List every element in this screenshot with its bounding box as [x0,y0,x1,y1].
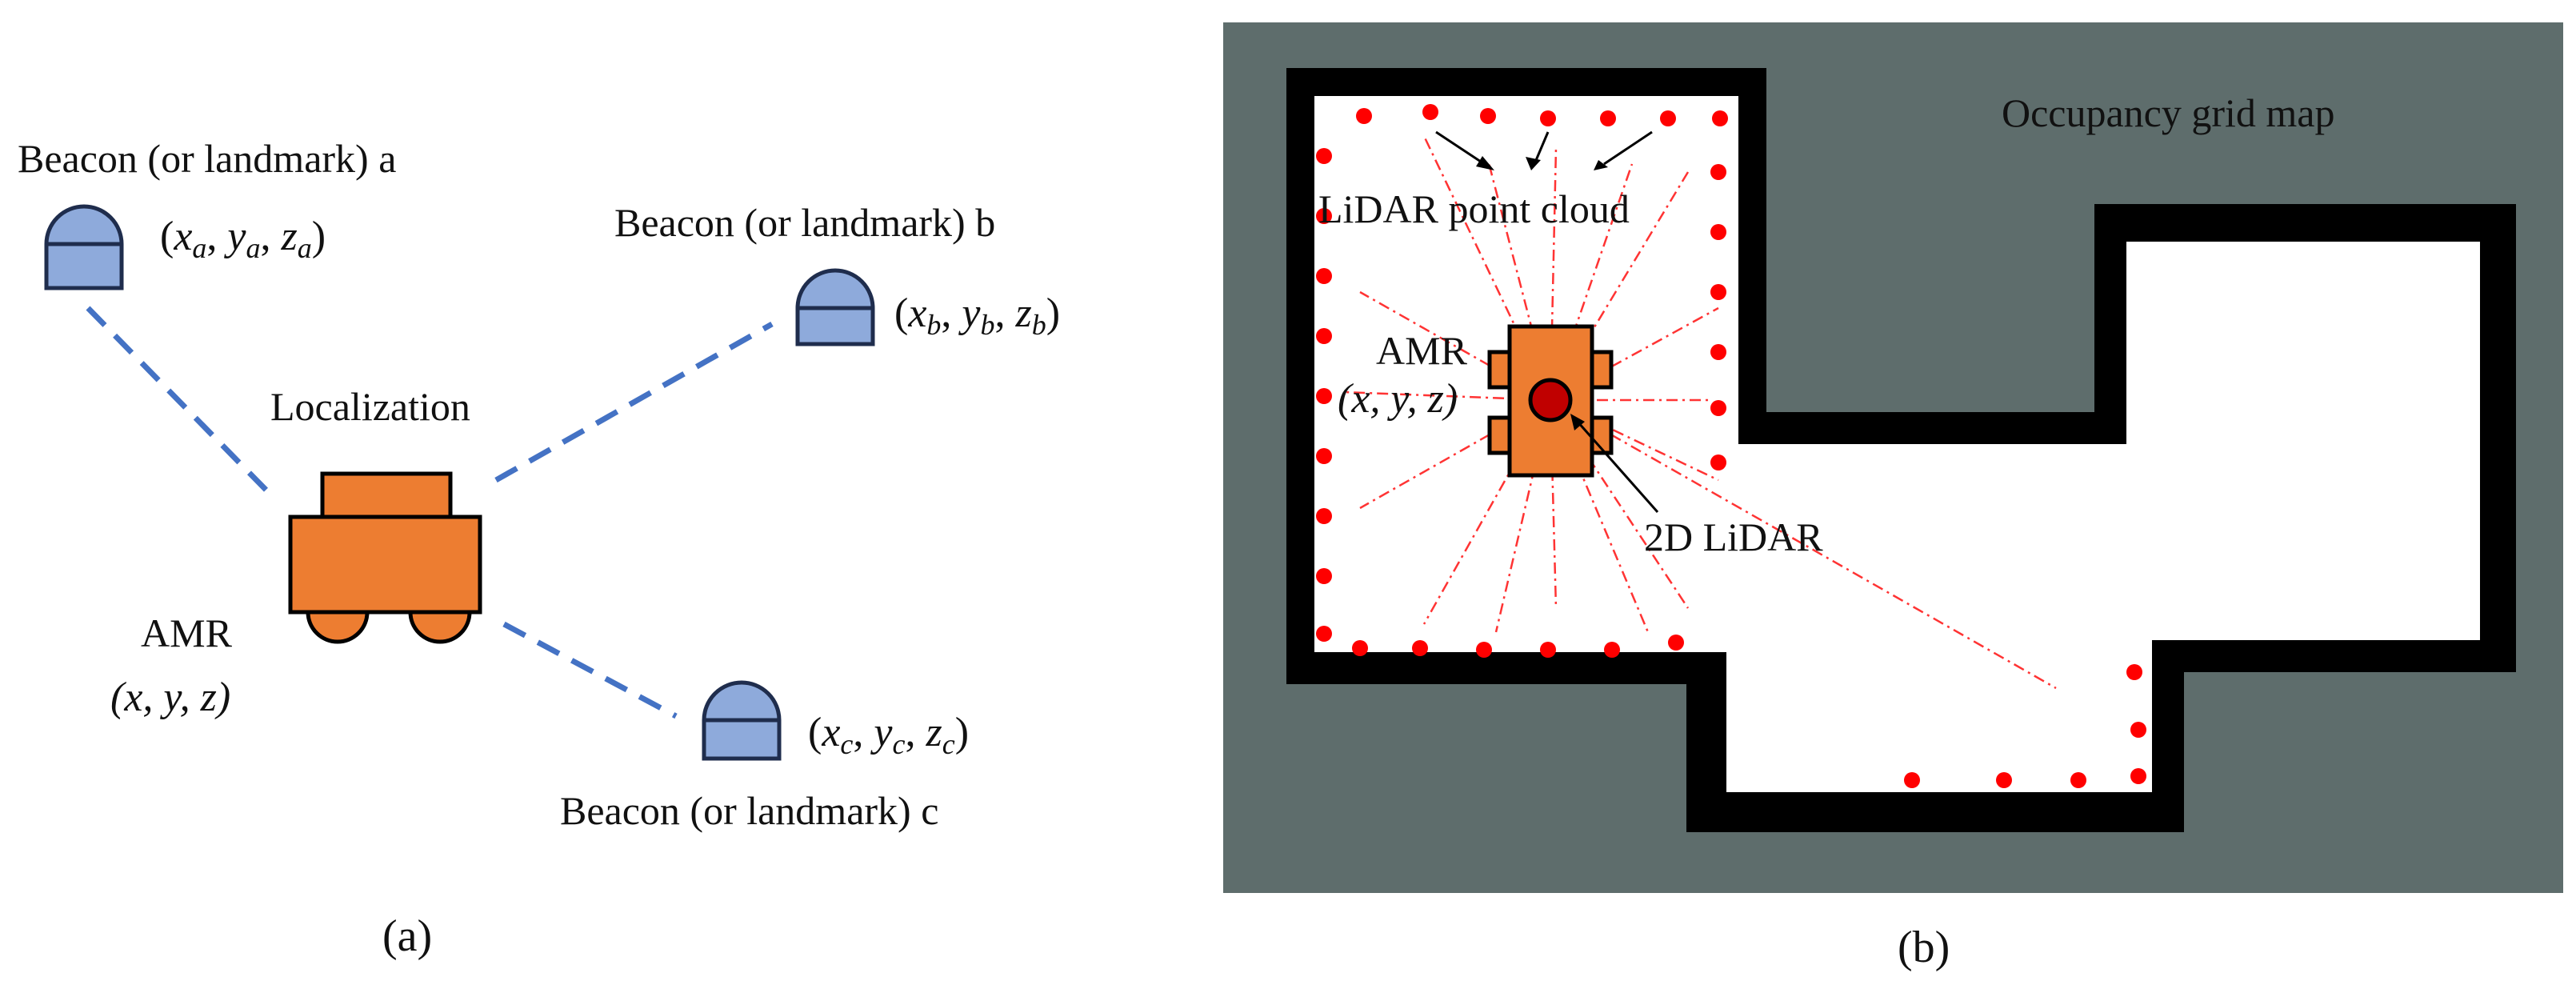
lidar-point [1480,108,1496,124]
amr-wheel-right [408,610,472,644]
lidar-point [1996,772,2012,788]
arrow-left-head [1476,156,1494,170]
arrow-center [1533,131,1550,165]
lidar-point [1710,164,1726,180]
amr-wheel-left [306,610,370,644]
beacon-c [702,680,782,761]
lidar-ray [1549,163,1634,401]
lidar-point [1316,148,1332,164]
lidar-point [1660,110,1676,126]
lidar-ray [1550,398,2057,690]
lidar-point [2130,722,2146,738]
lidar-point [1412,640,1428,656]
lidar-ray [1422,399,1552,625]
lidar-point [1356,108,1372,124]
beacon-a-label: Beacon (or landmark) a [18,136,396,181]
lidar-ray [1549,171,1690,401]
lidar-point [1316,508,1332,524]
beacon-b [795,268,875,346]
lidar-point [1600,110,1616,126]
lidar-point-cloud-label: LiDAR point cloud [1318,186,1630,231]
localization-label: Localization [270,384,470,429]
lidar-point [1422,104,1438,120]
beacon-b-label: Beacon (or landmark) b [614,200,995,245]
panel-b: Occupancy grid map LiDAR point cloud AMR… [1223,22,2563,972]
amr-coords-b: (x, y, z) [1338,376,1458,422]
ranging-line-b [494,321,774,483]
amr-label-b: AMR [1376,328,1468,373]
map-free-space [1314,96,2480,792]
beacon-a-icon [44,204,124,290]
lidar-point [1668,635,1684,651]
lidar-point [1316,328,1332,344]
lidar-point [1316,626,1332,642]
lidar-ray [1343,390,1551,402]
2d-lidar-label: 2D LiDAR [1644,515,1823,559]
amr-chassis [1507,324,1594,478]
lidar-ray [1359,398,1551,510]
amr-body [288,515,482,615]
caption-b: (b) [1898,923,1950,972]
lidar-sensor [1528,378,1573,422]
lidar-point [1316,208,1332,224]
lidar-arrow [1570,414,1659,513]
lidar-point [1316,268,1332,284]
lidar-point [1604,642,1620,658]
lidar-point [1904,772,1920,788]
arrow-right-head [1594,160,1608,170]
ranging-line-a [86,306,278,503]
panel-a: Beacon (or landmark) a (xa, ya, za) Beac… [18,136,1060,961]
lidar-point [2126,664,2142,680]
lidar-point [1710,344,1726,360]
arrow-center-head [1526,157,1541,170]
ranging-lines [86,306,774,719]
ranging-line-c [502,621,678,719]
lidar-point [1316,448,1332,464]
arrow-left [1435,130,1489,168]
lidar-point [2130,768,2146,784]
amr-robot-a [288,471,482,644]
lidar-ray [1359,290,1551,402]
beacon-c-label: Beacon (or landmark) c [560,788,938,833]
lidar-point [1710,400,1726,416]
lidar-ray [1549,399,1650,633]
caption-a: (a) [382,911,432,961]
amr-coords-a: (x, y, z) [110,675,230,720]
amr-label-a: AMR [141,611,233,655]
beacon-a-coords: (xa, ya, za) [160,214,326,264]
amr-top [320,471,453,519]
lidar-point [1476,642,1492,658]
lidar-point [1710,284,1726,300]
lidar-point [1710,224,1726,240]
lidar-point [1710,454,1726,470]
lidar-point [1316,388,1332,404]
lidar-point [1712,110,1728,126]
lidar-point-cloud [1316,104,2146,788]
arrow-right [1603,130,1653,166]
lidar-point [1316,568,1332,584]
beacon-c-coords: (xc, yc, zc) [808,710,969,760]
lidar-point [2070,772,2086,788]
point-cloud-arrows [1435,130,1653,170]
lidar-ray [1549,399,1558,609]
lidar-point [1352,640,1368,656]
lidar-ray [1549,147,1558,401]
lidar-point [1540,642,1556,658]
occupancy-grid-map-label: Occupancy grid map [2002,90,2335,135]
amr-robot-b [1487,324,1614,478]
lidar-point [1540,110,1556,126]
beacon-a [44,204,124,290]
beacon-b-coords: (xb, yb, zb) [894,290,1060,341]
